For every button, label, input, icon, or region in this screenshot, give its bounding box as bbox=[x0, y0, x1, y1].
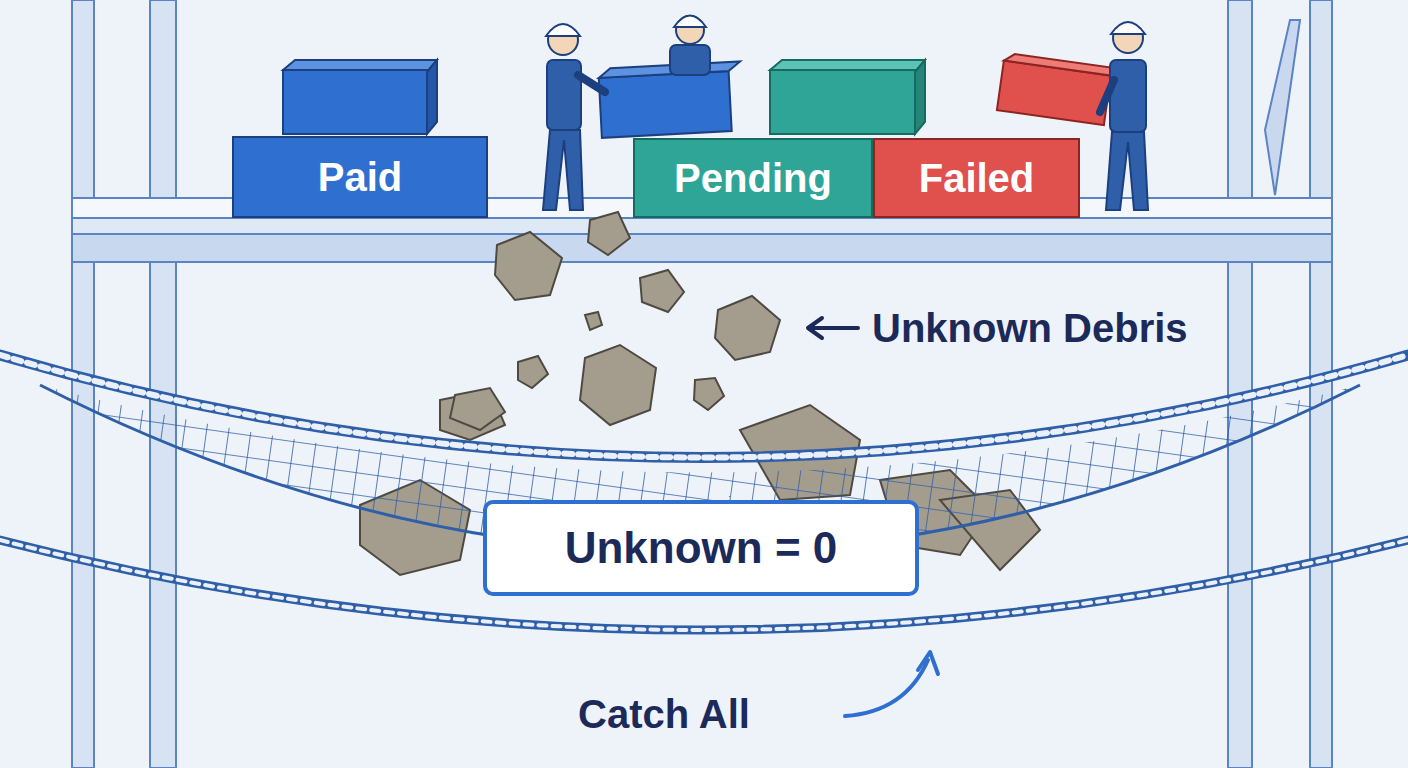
node-text: Failed bbox=[919, 156, 1035, 201]
node-text: Paid bbox=[318, 155, 402, 200]
status-block: Pending bbox=[633, 138, 873, 218]
node-text: Pending bbox=[674, 156, 832, 201]
status-block: Paid bbox=[232, 136, 488, 218]
callout-label: Catch All bbox=[578, 692, 750, 737]
callout-label: Unknown Debris bbox=[872, 306, 1188, 351]
value-box: Unknown = 0 bbox=[483, 500, 919, 596]
node-text: Unknown = 0 bbox=[565, 523, 838, 573]
status-block: Failed bbox=[873, 138, 1080, 218]
